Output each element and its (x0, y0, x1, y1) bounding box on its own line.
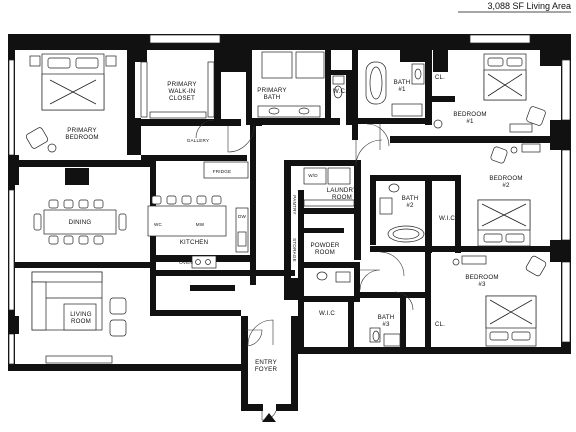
label-primary-closet-2: WALK-IN (169, 88, 196, 95)
label-powder-2: ROOM (315, 249, 335, 256)
label-mw: MW (196, 222, 205, 227)
kitchen-fixtures (147, 161, 249, 269)
label-wd: W/D (308, 173, 318, 178)
bedroom3-bed-icon (452, 255, 547, 347)
label-primary-closet-1: PRIMARY (167, 81, 196, 88)
label-bedroom3-1: BEDROOM (465, 274, 498, 281)
laundry-machines (303, 167, 355, 207)
label-entry-1: ENTRY (255, 359, 277, 366)
label-bedroom1-1: BEDROOM (453, 111, 486, 118)
entry-arrow-icon (262, 413, 276, 422)
label-storage: STORAGE (292, 238, 297, 262)
primary-bed-icon (29, 53, 117, 111)
label-wic: W.I.C (319, 310, 335, 317)
label-living-1: LIVING (70, 311, 92, 318)
label-living-2: ROOM (71, 318, 91, 325)
label-bath2-1: BATH (402, 195, 419, 202)
label-oven: OVEN (179, 260, 193, 265)
closet-shelving (140, 61, 215, 119)
bath1-fixtures (365, 61, 425, 117)
primary-bath-fixtures (257, 51, 345, 118)
bedroom1-bed-icon (433, 53, 546, 133)
label-pantry: PANTRY (292, 195, 297, 214)
primary-chair-icon (25, 127, 57, 153)
label-powder-1: POWDER (310, 242, 339, 249)
label-bedroom1-2: #1 (466, 118, 474, 125)
label-bath1-2: #1 (398, 86, 406, 93)
label-cl1: CL. (435, 74, 445, 81)
bath2-fixtures (379, 183, 425, 243)
label-bath3-2: #3 (382, 321, 390, 328)
label-fridge: FRIDGE (213, 169, 232, 174)
label-bedroom3-2: #3 (478, 281, 486, 288)
dining-table-icon (33, 199, 127, 245)
label-wic2: W.I.C. (439, 215, 457, 222)
label-primary-bath-1: PRIMARY (257, 87, 286, 94)
label-dining: DINING (69, 219, 92, 226)
label-primary-bath-2: BATH (264, 94, 281, 101)
powder-fixtures (316, 271, 351, 283)
label-entry-2: FOYER (255, 366, 278, 373)
living-area-label: 3,088 SF Living Area (487, 1, 571, 11)
interior-walls (8, 50, 571, 351)
label-bedroom2-1: BEDROOM (489, 175, 522, 182)
bedroom2-bed-icon (477, 143, 541, 247)
label-kitchen: KITCHEN (180, 239, 209, 246)
label-primary-bedroom-2: BEDROOM (65, 134, 98, 141)
bath3-fixtures (369, 327, 401, 347)
label-dw: DW (238, 214, 247, 219)
doors (195, 119, 414, 422)
label-laundry-2: ROOM (332, 194, 352, 201)
living-sofa-icon (31, 271, 127, 364)
label-primary-closet-3: CLOSET (169, 95, 195, 102)
label-bath2-2: #2 (406, 202, 414, 209)
label-bedroom2-2: #2 (502, 182, 510, 189)
label-bath3-1: BATH (378, 314, 395, 321)
label-wc: W.C. (333, 88, 347, 95)
label-wc-appliance: WC (154, 222, 163, 227)
room-labels: PRIMARY BEDROOM PRIMARY WALK-IN CLOSET P… (65, 74, 522, 373)
label-bath1-1: BATH (394, 79, 411, 86)
label-cl3: CL. (435, 321, 445, 328)
label-gallery: GALLERY (187, 138, 210, 143)
label-laundry-1: LAUNDRY (327, 187, 358, 194)
label-primary-bedroom-1: PRIMARY (67, 127, 96, 134)
